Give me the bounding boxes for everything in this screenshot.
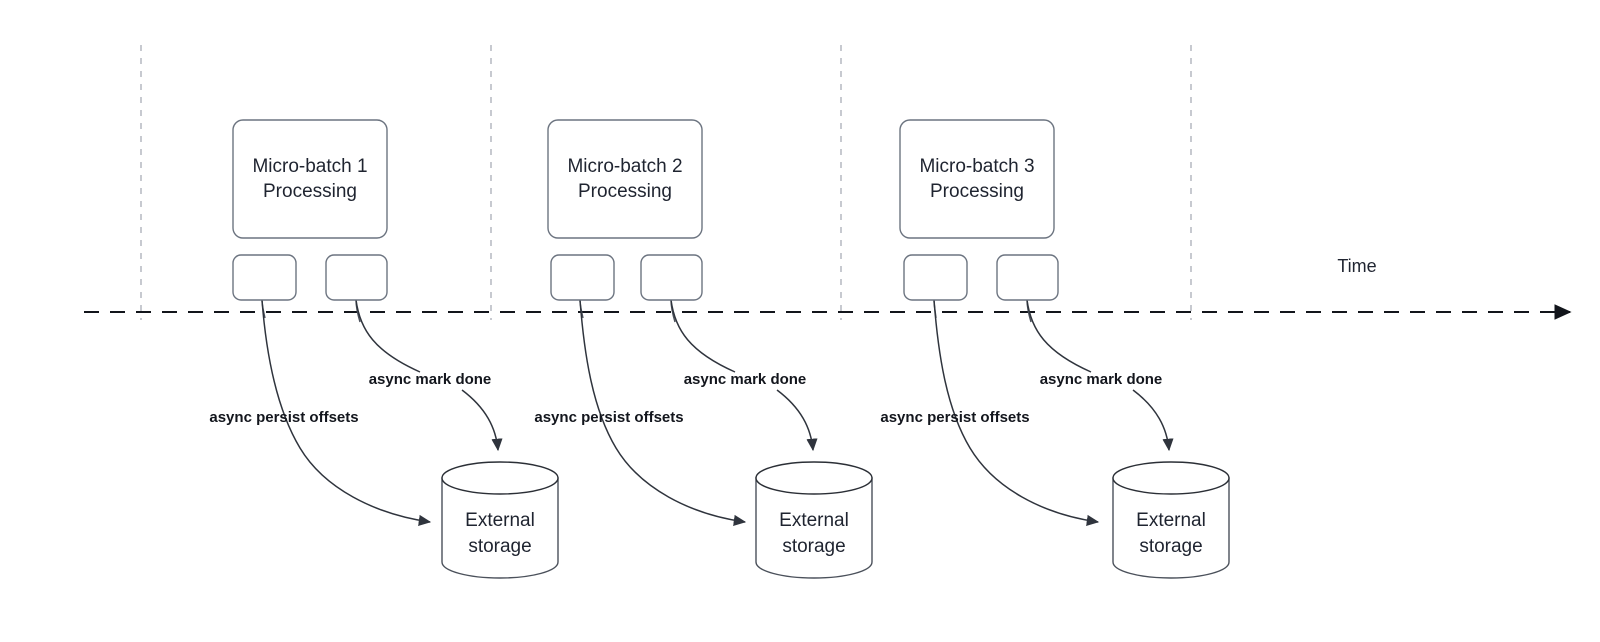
external-storage-label-2-line2: storage [782,536,845,557]
micro-batch-box-1[interactable] [232,119,388,239]
micro-batch-label-1-line1: Micro-batch 1 [252,156,367,177]
done-marker-box-1[interactable] [325,254,388,301]
external-storage-label-2-line1: External [779,510,849,531]
mark-done-arrow-1a [355,299,421,373]
external-storage-cylinder-1[interactable] [441,461,559,579]
micro-batch-box-3[interactable] [899,119,1055,239]
micro-batch-label-2-line2: Processing [578,181,672,202]
mark-done-arrow-3b [1132,389,1174,452]
external-storage-label-3-line2: storage [1139,536,1202,557]
persist-marker-box-3[interactable] [903,254,968,301]
mark-done-arrow-1b [461,389,503,452]
micro-batch-label-3-line1: Micro-batch 3 [919,156,1034,177]
done-marker-box-2[interactable] [640,254,703,301]
external-storage-label-1-line2: storage [468,536,531,557]
external-storage-label-1-line1: External [465,510,535,531]
done-marker-box-3[interactable] [996,254,1059,301]
persist-offsets-arrow-2 [579,299,747,526]
external-storage-label-3-line1: External [1136,510,1206,531]
persist-offsets-arrow-1 [261,299,432,526]
batch-group-2: Micro-batch 2 Processing External storag… [534,119,873,579]
persist-offsets-label-1: async persist offsets [209,409,358,426]
mark-done-label-3: async mark done [1040,371,1163,388]
persist-marker-box-1[interactable] [232,254,297,301]
mark-done-label-2: async mark done [684,371,807,388]
mark-done-arrow-2a [670,299,736,373]
time-axis-group: Time [84,256,1572,320]
persist-offsets-label-2: async persist offsets [534,409,683,426]
external-storage-cylinder-3[interactable] [1112,461,1230,579]
batch-group-3: Micro-batch 3 Processing External storag… [880,119,1230,579]
time-axis-label: Time [1337,256,1376,276]
external-storage-cylinder-2[interactable] [755,461,873,579]
micro-batch-label-3-line2: Processing [930,181,1024,202]
micro-batch-label-2-line1: Micro-batch 2 [567,156,682,177]
persist-offsets-label-3: async persist offsets [880,409,1029,426]
batch-group-1: Micro-batch 1 Processing External storag… [209,119,559,579]
micro-batch-box-2[interactable] [547,119,703,239]
mark-done-arrow-3a [1026,299,1092,373]
mark-done-label-1: async mark done [369,371,492,388]
persist-offsets-arrow-3 [933,299,1100,526]
mark-done-arrow-2b [776,389,818,452]
micro-batch-label-1-line2: Processing [263,181,357,202]
persist-marker-box-2[interactable] [550,254,615,301]
